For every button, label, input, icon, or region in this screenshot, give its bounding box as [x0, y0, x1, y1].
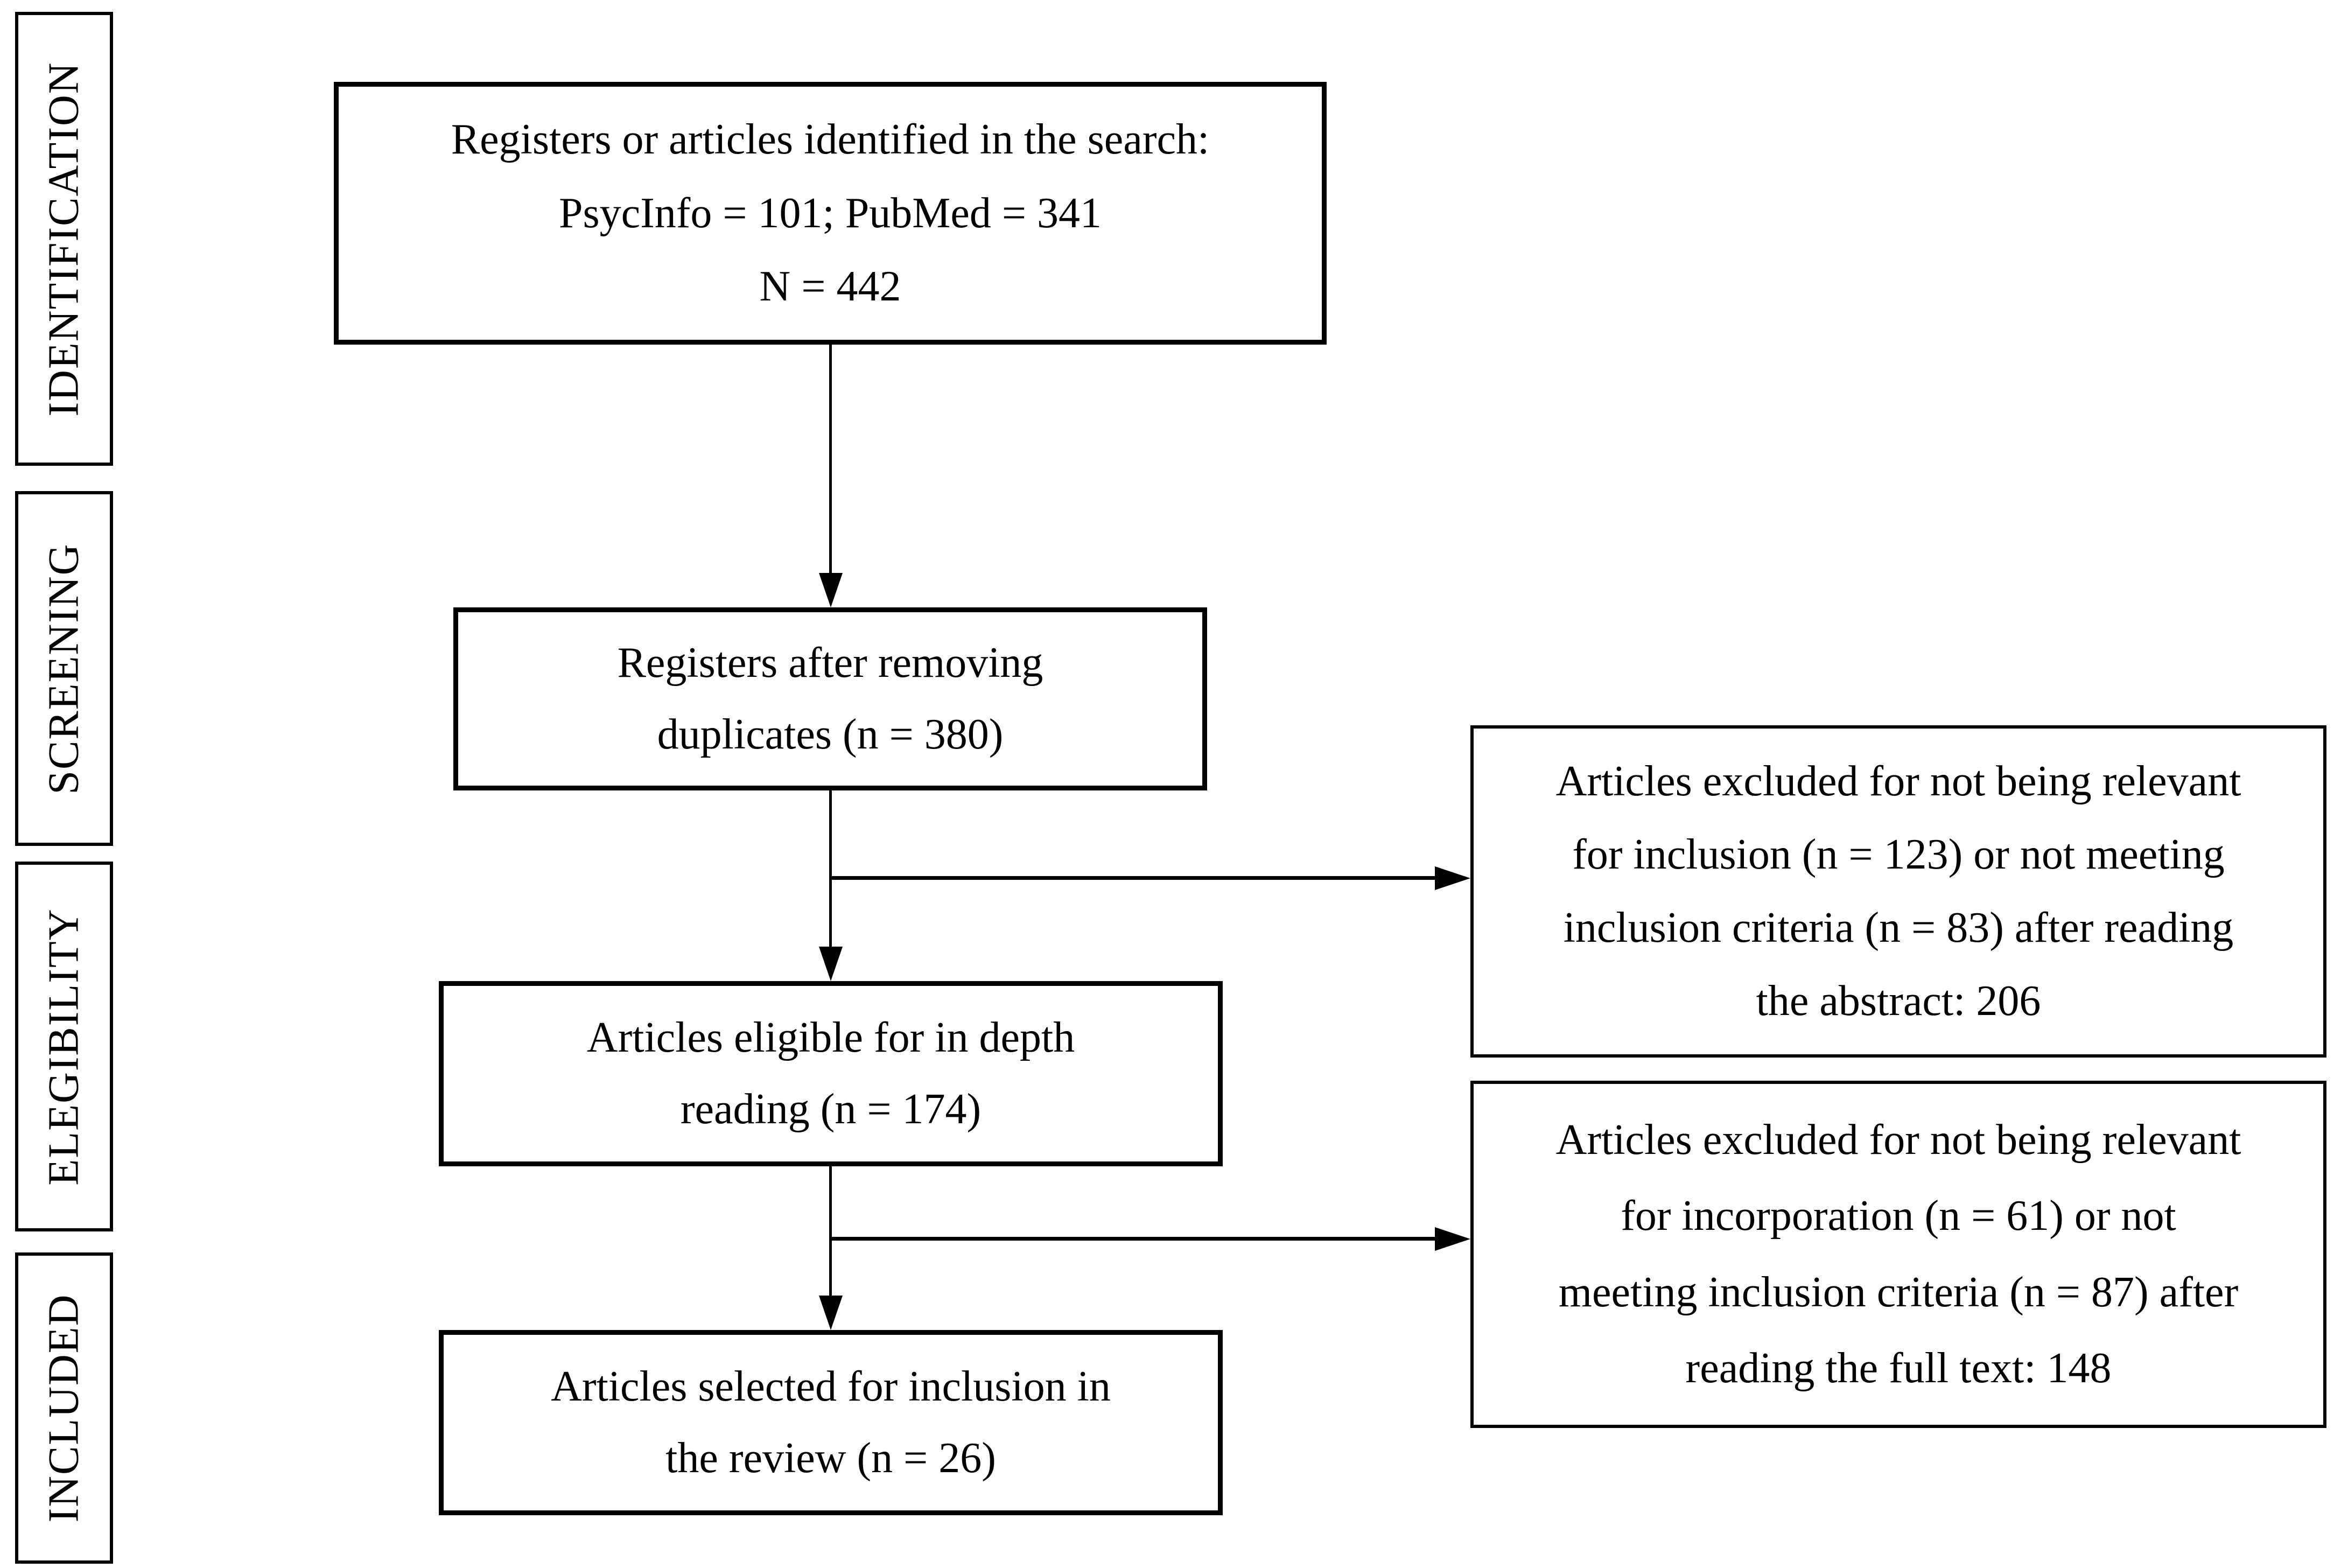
connector-branch-to-fulltext-exclusions [829, 1237, 1436, 1241]
flow-box-identified: Registers or articles identified in the … [334, 82, 1327, 345]
connector-identified-to-deduplicated [829, 345, 832, 577]
exclusion-box-fulltext: Articles excluded for not being relevant… [1470, 1081, 2326, 1428]
exclusion-box-abstract: Articles excluded for not being relevant… [1470, 725, 2326, 1058]
flow-box-identified-line: N = 442 [759, 262, 901, 310]
flow-box-eligible-line: Articles eligible for in depth [586, 1013, 1075, 1061]
connector-eligible-to-included [829, 1166, 832, 1299]
flow-box-deduplicated-line: Registers after removing [617, 639, 1043, 687]
flow-box-included-review-line: the review (n = 26) [665, 1434, 996, 1482]
arrowhead-down-icon [819, 947, 843, 981]
arrowhead-down-icon [819, 1296, 843, 1330]
stage-box-screening: SCREENING [15, 491, 113, 846]
connector-branch-to-abstract-exclusions [829, 876, 1436, 880]
exclusion-box-fulltext-line: Articles excluded for not being relevant [1555, 1116, 2241, 1164]
stage-box-included: INCLUDED [15, 1252, 113, 1564]
exclusion-box-fulltext-line: for incorporation (n = 61) or not [1621, 1192, 2176, 1240]
arrowhead-right-icon [1435, 866, 1470, 890]
stage-box-elegibility: ELEGIBILITY [15, 862, 113, 1231]
flow-box-included-review-line: Articles selected for inclusion in [551, 1362, 1111, 1410]
flow-box-included-review: Articles selected for inclusion in the r… [439, 1330, 1223, 1515]
stage-label-included: INCLUDED [40, 1293, 88, 1523]
stage-label-elegibility: ELEGIBILITY [40, 907, 88, 1186]
connector-deduplicated-to-eligible [829, 790, 832, 950]
stage-label-identification: IDENTIFICATION [40, 61, 88, 417]
arrowhead-down-icon [819, 573, 843, 607]
stage-box-identification: IDENTIFICATION [15, 12, 113, 466]
exclusion-box-abstract-line: Articles excluded for not being relevant [1555, 758, 2241, 805]
exclusion-box-fulltext-line: meeting inclusion criteria (n = 87) afte… [1558, 1268, 2239, 1316]
stage-label-screening: SCREENING [40, 543, 88, 794]
exclusion-box-abstract-line: the abstract: 206 [1756, 977, 2041, 1025]
flow-box-deduplicated: Registers after removing duplicates (n =… [453, 607, 1207, 790]
flow-box-identified-line: PsycInfo = 101; PubMed = 341 [558, 189, 1102, 237]
exclusion-box-fulltext-line: reading the full text: 148 [1685, 1345, 2112, 1392]
flow-box-eligible-line: reading (n = 174) [680, 1086, 982, 1133]
exclusion-box-abstract-line: inclusion criteria (n = 83) after readin… [1563, 904, 2234, 951]
flow-box-eligible: Articles eligible for in depth reading (… [439, 981, 1223, 1166]
exclusion-box-abstract-line: for inclusion (n = 123) or not meeting [1572, 831, 2225, 878]
flow-box-deduplicated-line: duplicates (n = 380) [657, 710, 1004, 758]
arrowhead-right-icon [1435, 1227, 1470, 1251]
flow-box-identified-line: Registers or articles identified in the … [451, 116, 1210, 164]
